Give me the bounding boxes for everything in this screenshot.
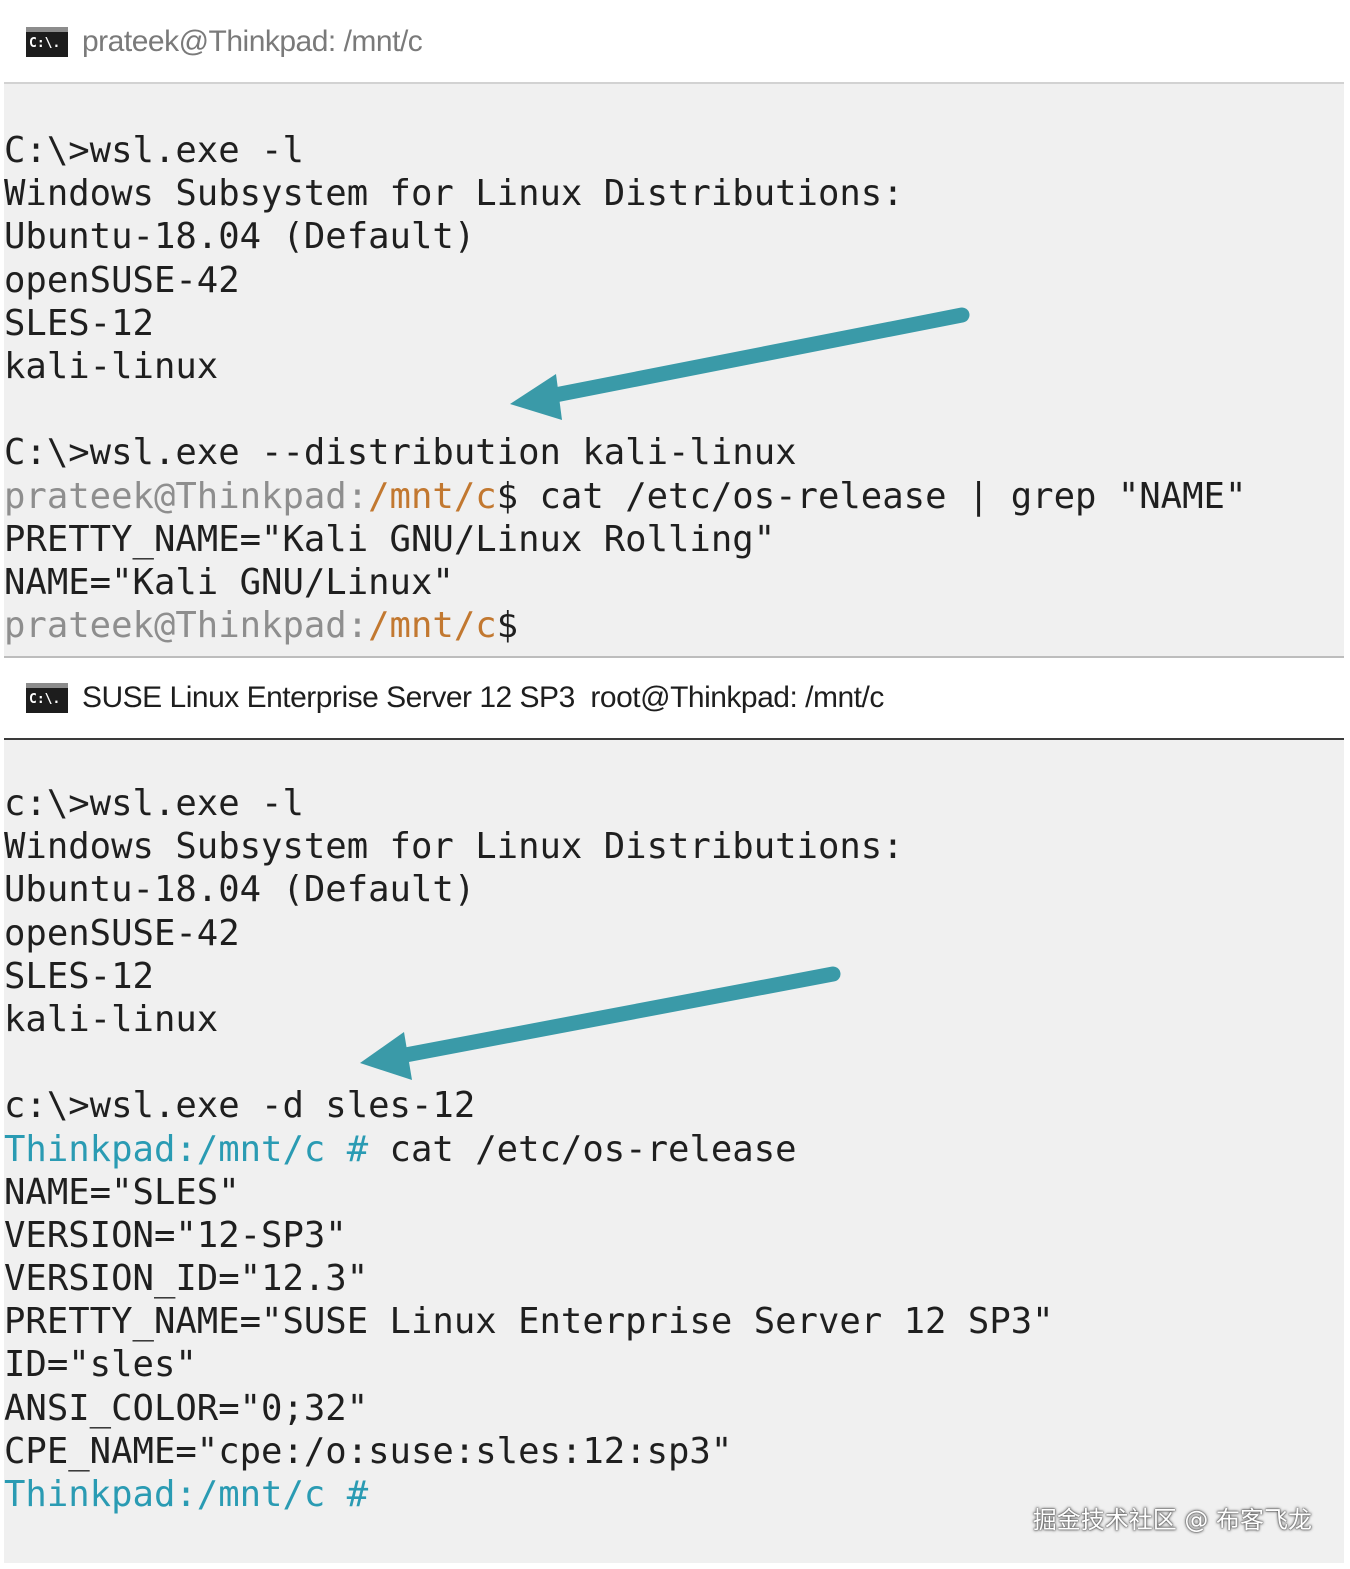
console-line: kali-linux bbox=[4, 998, 1344, 1041]
console-text: $ cat /etc/os-release | grep "NAME" bbox=[496, 475, 1247, 517]
console-text: cat /etc/os-release bbox=[368, 1128, 797, 1170]
console-text: Windows Subsystem for Linux Distribution… bbox=[4, 173, 904, 215]
console-text: openSUSE-42 bbox=[4, 259, 240, 301]
console-line: VERSION_ID="12.3" bbox=[4, 1257, 1344, 1300]
console-text: NAME="Kali GNU/Linux" bbox=[4, 561, 454, 603]
prompt-segment: prateek@Thinkpad: bbox=[4, 475, 369, 517]
console-line: SLES-12 bbox=[4, 955, 1344, 998]
console-line: kali-linux bbox=[4, 345, 1344, 388]
console-text: NAME="SLES" bbox=[4, 1171, 240, 1213]
console-icon: C:\. bbox=[26, 683, 68, 713]
prompt-segment: /mnt/c bbox=[368, 475, 497, 517]
titlebar-divider bbox=[4, 82, 1344, 84]
console-line: ID="sles" bbox=[4, 1343, 1344, 1386]
console-text: ID="sles" bbox=[4, 1344, 197, 1386]
prompt-segment: Thinkpad:/mnt/c # bbox=[4, 1128, 369, 1170]
console-line: openSUSE-42 bbox=[4, 259, 1344, 302]
window-divider bbox=[4, 656, 1344, 658]
console-line: VERSION="12-SP3" bbox=[4, 1214, 1344, 1257]
console-line: CPE_NAME="cpe:/o:suse:sles:12:sp3" bbox=[4, 1430, 1344, 1473]
console-text: SLES-12 bbox=[4, 955, 154, 997]
console-line: SLES-12 bbox=[4, 302, 1344, 345]
console-text: SLES-12 bbox=[4, 302, 154, 344]
console-line: NAME="SLES" bbox=[4, 1171, 1344, 1214]
console-line: openSUSE-42 bbox=[4, 912, 1344, 955]
watermark: 掘金技术社区 @ 布客飞龙 bbox=[1032, 1506, 1312, 1534]
console-line: Ubuntu-18.04 (Default) bbox=[4, 215, 1344, 258]
console-line: Thinkpad:/mnt/c # bbox=[4, 1473, 1344, 1516]
console-text: ANSI_COLOR="0;32" bbox=[4, 1387, 369, 1429]
console-line: C:\>wsl.exe --distribution kali-linux bbox=[4, 431, 1344, 474]
console-text: C:\>wsl.exe -l bbox=[4, 130, 304, 171]
console-line bbox=[4, 388, 1344, 431]
console-text: VERSION_ID="12.3" bbox=[4, 1258, 369, 1300]
console-line bbox=[4, 1041, 1344, 1084]
console-line: prateek@Thinkpad:/mnt/c$ cat /etc/os-rel… bbox=[4, 475, 1344, 518]
window-title: SUSE Linux Enterprise Server 12 SP3 root… bbox=[82, 681, 884, 714]
console-line: PRETTY_NAME="SUSE Linux Enterprise Serve… bbox=[4, 1300, 1344, 1343]
titlebar-divider bbox=[4, 738, 1344, 740]
console-text: Ubuntu-18.04 (Default) bbox=[4, 216, 476, 258]
console-icon: C:\. bbox=[26, 27, 68, 57]
console-text: c:\>wsl.exe -d sles-12 bbox=[4, 1085, 476, 1127]
console-text: kali-linux bbox=[4, 345, 219, 387]
console-text: PRETTY_NAME="SUSE Linux Enterprise Serve… bbox=[4, 1301, 1054, 1343]
terminal-titlebar-2[interactable]: C:\. SUSE Linux Enterprise Server 12 SP3… bbox=[0, 658, 1344, 738]
console-text: C:\>wsl.exe --distribution kali-linux bbox=[4, 432, 797, 474]
console-line: C:\>wsl.exe -l bbox=[4, 129, 1344, 172]
prompt-segment: Thinkpad:/mnt/c # bbox=[4, 1474, 369, 1515]
console-line: Thinkpad:/mnt/c # cat /etc/os-release bbox=[4, 1128, 1344, 1171]
console-line: ANSI_COLOR="0;32" bbox=[4, 1387, 1344, 1430]
console-line: PRETTY_NAME="Kali GNU/Linux Rolling" bbox=[4, 518, 1344, 561]
console-text: PRETTY_NAME="Kali GNU/Linux Rolling" bbox=[4, 518, 776, 560]
prompt-segment: prateek@Thinkpad: bbox=[4, 605, 369, 647]
terminal-titlebar-1[interactable]: C:\. prateek@Thinkpad: /mnt/c bbox=[0, 2, 1344, 82]
console-text: Ubuntu-18.04 (Default) bbox=[4, 869, 476, 911]
prompt-segment: /mnt/c bbox=[368, 605, 497, 647]
window-title: prateek@Thinkpad: /mnt/c bbox=[82, 25, 423, 58]
console-text: c:\>wsl.exe -l bbox=[4, 783, 304, 824]
console-text: Windows Subsystem for Linux Distribution… bbox=[4, 826, 904, 868]
console-line: c:\>wsl.exe -l bbox=[4, 782, 1344, 825]
console-line: c:\>wsl.exe -d sles-12 bbox=[4, 1084, 1344, 1127]
console-line: prateek@Thinkpad:/mnt/c$ bbox=[4, 604, 1344, 647]
console-text: kali-linux bbox=[4, 998, 219, 1040]
console-text: CPE_NAME="cpe:/o:suse:sles:12:sp3" bbox=[4, 1430, 733, 1472]
console-line: Ubuntu-18.04 (Default) bbox=[4, 868, 1344, 911]
console-text: openSUSE-42 bbox=[4, 912, 240, 954]
console-line: Windows Subsystem for Linux Distribution… bbox=[4, 825, 1344, 868]
console-text: VERSION="12-SP3" bbox=[4, 1214, 347, 1256]
console-line: Windows Subsystem for Linux Distribution… bbox=[4, 172, 1344, 215]
console-text: $ bbox=[496, 605, 519, 647]
console-line: NAME="Kali GNU/Linux" bbox=[4, 561, 1344, 604]
